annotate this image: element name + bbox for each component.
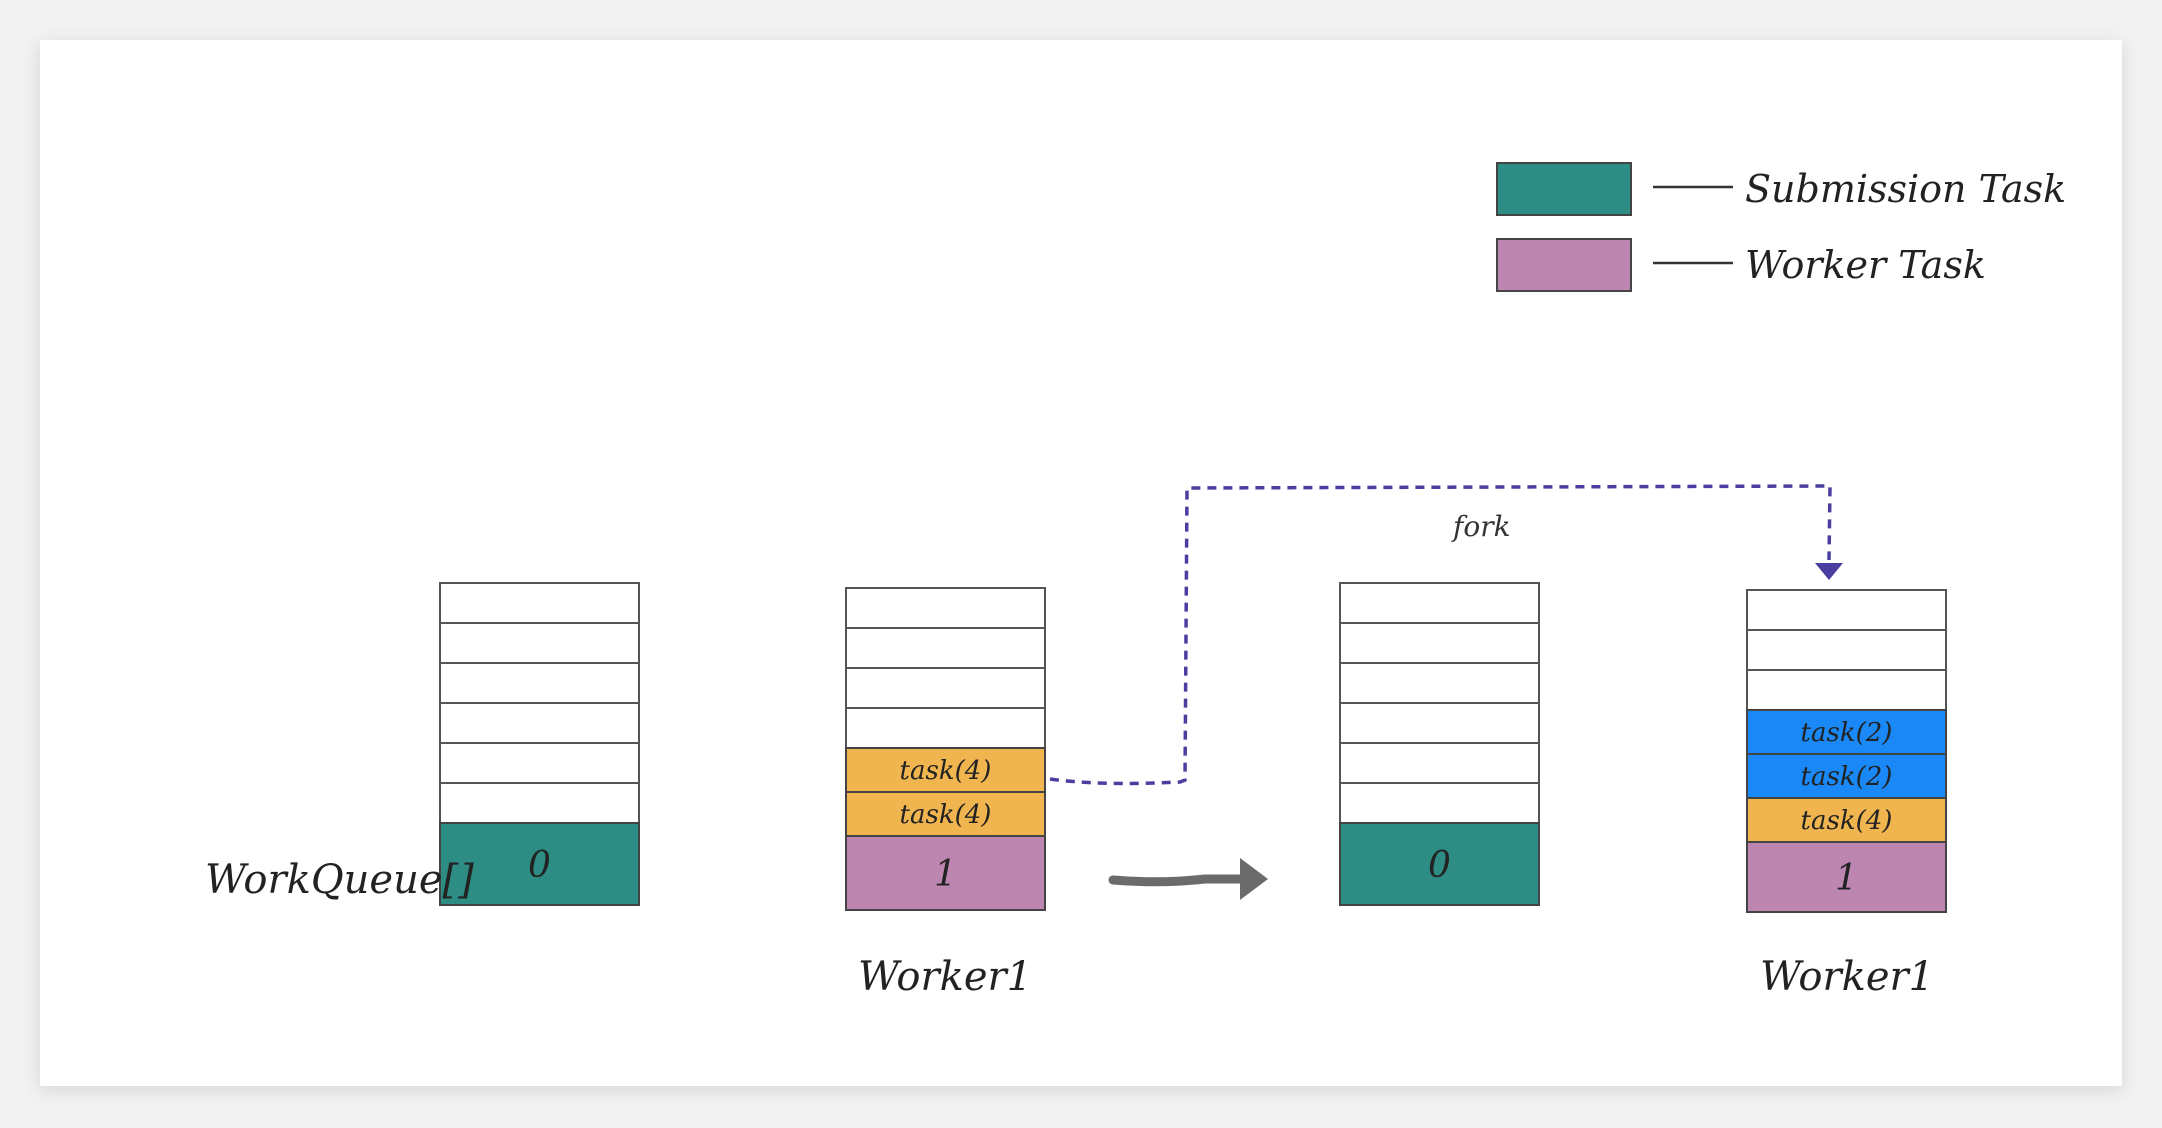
queue-slot-submission	[439, 822, 640, 906]
queue-slot-label: task(4)	[900, 800, 992, 830]
queue-slot-empty	[1339, 702, 1540, 744]
stack-q1-before: task(4) task(4) 1	[845, 587, 1046, 911]
queue-slot-empty	[439, 662, 640, 704]
queue-slot-worker	[1746, 841, 1947, 913]
legend: Submission Task Worker Task	[1496, 162, 2066, 292]
fork-arrow	[1049, 484, 1843, 786]
legend-label-submission: Submission Task	[1745, 167, 2066, 211]
legend-swatch-submission	[1496, 162, 1632, 216]
fork-label: fork	[1451, 510, 1511, 543]
stack-q1-after: task(2) task(2) task(4) 1	[1746, 589, 1947, 913]
queue-slot-forked	[1746, 797, 1947, 843]
queue-slot-empty	[845, 627, 1046, 669]
queue-slot-label: task(4)	[1801, 806, 1893, 836]
queue-slot-empty	[1339, 622, 1540, 664]
queue-slot-label: 1	[1835, 858, 1858, 899]
legend-label-worker: Worker Task	[1745, 243, 1986, 287]
queue-slot-label: 0	[1428, 845, 1451, 886]
queue-slot-empty	[845, 667, 1046, 709]
queue-slot-split	[1746, 753, 1947, 799]
queue-slot-label: task(2)	[1801, 718, 1893, 748]
queue-slot-label: 1	[934, 854, 957, 895]
queue-slot-label: task(2)	[1801, 762, 1893, 792]
worker-label-right: Worker1	[1760, 954, 1934, 1000]
queue-slot-empty	[1339, 582, 1540, 624]
queue-slot-empty	[845, 707, 1046, 749]
queue-slot-empty	[439, 782, 640, 824]
stack-q0-before: 0	[439, 582, 640, 906]
workqueue-label: WorkQueue[]	[205, 857, 474, 903]
queue-slot-empty	[439, 622, 640, 664]
queue-slot-empty	[439, 742, 640, 784]
queue-slot-submission	[1339, 822, 1540, 906]
queue-slot-empty	[1746, 669, 1947, 711]
worker-label-left: Worker1	[858, 954, 1032, 1000]
queue-slot-empty	[1339, 742, 1540, 784]
queue-slot-label: 0	[528, 845, 551, 886]
queue-slot-empty	[1746, 589, 1947, 631]
transition-arrow	[1108, 858, 1268, 900]
stack-q0-after: 0	[1339, 582, 1540, 906]
queue-slot-empty	[1339, 662, 1540, 704]
queue-slot-empty	[845, 587, 1046, 629]
queue-slot-forked	[845, 747, 1046, 793]
queue-slot-worker	[845, 835, 1046, 911]
queue-slot-forked	[845, 791, 1046, 837]
queue-slot-empty	[439, 702, 640, 744]
queue-slot-empty	[1746, 629, 1947, 671]
queue-slot-empty	[439, 582, 640, 624]
queue-slot-label: task(4)	[900, 756, 992, 786]
queue-slot-empty	[1339, 782, 1540, 824]
queue-slot-split	[1746, 709, 1947, 755]
legend-swatch-worker	[1496, 238, 1632, 292]
